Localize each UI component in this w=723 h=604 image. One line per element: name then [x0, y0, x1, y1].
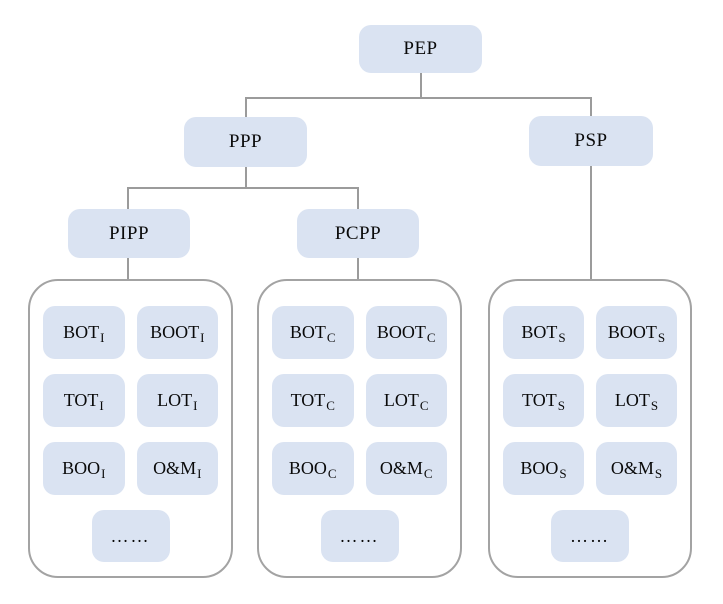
model-label: BOT [521, 322, 558, 342]
model-label: O&M [153, 458, 197, 478]
model-label: O&M [379, 458, 423, 478]
more-models-box: …… [91, 510, 170, 562]
ellipsis-label: …… [339, 525, 380, 546]
model-subscript: C [419, 397, 429, 413]
model-label: BOOT [607, 322, 657, 342]
node-ppp-label: PPP [228, 131, 263, 152]
node-psp-label: PSP [574, 130, 608, 151]
node-pipp-label: PIPP [108, 222, 150, 244]
node-ppp: PPP [184, 117, 307, 167]
model-label: BOOT [376, 322, 426, 342]
model-subscript: I [100, 329, 105, 345]
model-subscript: C [423, 465, 433, 481]
model-label: TOT [290, 390, 326, 410]
connector-ppp-children-rail [127, 187, 359, 210]
model-subscript: C [426, 329, 436, 345]
model-label: BOT [63, 322, 100, 342]
model-subscript: I [101, 465, 106, 481]
model-subscript: S [559, 465, 567, 481]
model-subscript: I [99, 397, 104, 413]
node-pcpp-label: PCPP [334, 222, 382, 244]
model-label: BOT [289, 322, 326, 342]
model-label: BOO [288, 458, 327, 478]
model-subscript: S [650, 397, 659, 413]
model-label: LOT [614, 390, 650, 410]
model-subscript: S [558, 329, 566, 345]
model-label: LOT [383, 390, 419, 410]
model-subscript: C [326, 397, 335, 413]
model-label: BOO [62, 458, 101, 478]
model-subscript: C [326, 329, 336, 345]
more-models-box: …… [320, 510, 399, 562]
model-subscript: C [327, 465, 337, 481]
connector-pep-children-rail [245, 97, 592, 117]
node-pep: PEP [359, 25, 482, 73]
model-subscript: I [200, 329, 205, 345]
model-subscript: S [657, 329, 666, 345]
node-pipp: PIPP [68, 209, 190, 258]
model-subscript: I [193, 397, 198, 413]
node-pep-label: PEP [403, 38, 438, 59]
model-label: BOOT [150, 322, 200, 342]
model-label: BOO [520, 458, 559, 478]
node-psp: PSP [529, 116, 653, 166]
more-models-box: …… [551, 510, 629, 562]
model-subscript: S [557, 397, 565, 413]
model-subscript: I [197, 465, 202, 481]
node-pcpp: PCPP [297, 209, 419, 258]
ellipsis-label: …… [110, 525, 151, 546]
model-label: O&M [610, 458, 654, 478]
model-label: TOT [63, 390, 99, 410]
model-label: TOT [522, 390, 557, 410]
ellipsis-label: …… [570, 525, 610, 546]
model-subscript: S [654, 465, 663, 481]
model-label: LOT [157, 390, 193, 410]
